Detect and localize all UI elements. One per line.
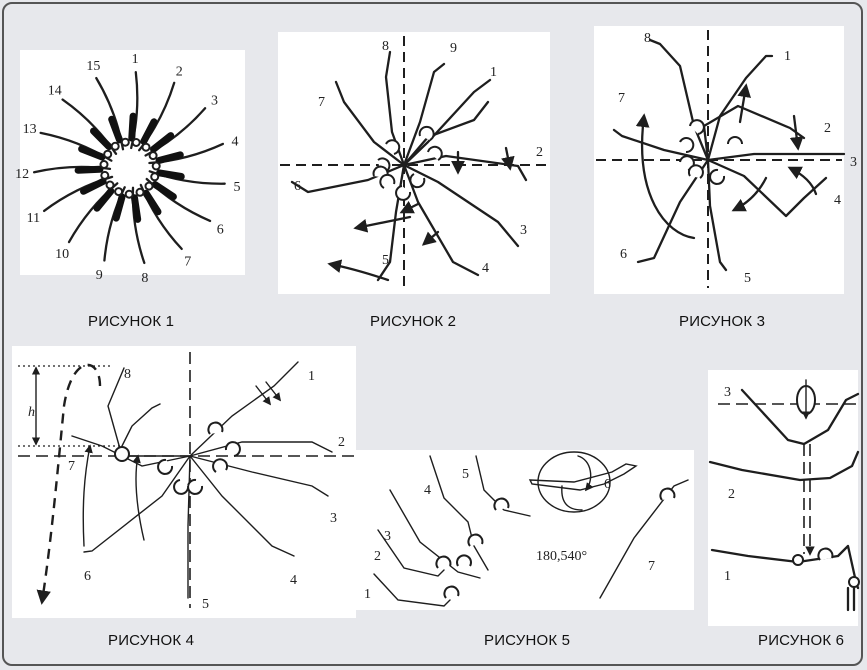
motion-arrows — [642, 86, 816, 238]
figure-5-caption: РИСУНОК 5 — [484, 632, 570, 649]
figure-4-drawing: h 1 2 3 — [12, 346, 356, 618]
figure-4-panel: h 1 2 3 — [12, 346, 356, 618]
fig4-label-1: 1 — [308, 369, 315, 384]
body-positions — [374, 456, 688, 606]
fig2-label-4: 4 — [482, 261, 489, 276]
fig2-label-5: 5 — [382, 253, 389, 268]
fig3-label-8: 8 — [644, 31, 651, 46]
diver-silhouette — [34, 161, 110, 172]
fig1-label: 9 — [96, 268, 103, 283]
figure-6-caption: РИСУНОК 6 — [758, 632, 844, 649]
fig2-label-3: 3 — [520, 223, 527, 238]
diver-silhouette — [126, 188, 145, 263]
figure-4-caption: РИСУНОК 4 — [108, 632, 194, 649]
diver-rotation — [530, 452, 636, 512]
fig6-label-3: 3 — [724, 385, 731, 400]
fig4-label-h: h — [28, 405, 35, 420]
fig1-label: 13 — [23, 122, 37, 137]
fig4-label-5: 5 — [202, 597, 209, 612]
figure-2-drawing: 1 2 3 4 5 6 7 8 9 — [278, 32, 550, 294]
fig3-label-4: 4 — [834, 193, 841, 208]
fig6-label-1: 1 — [724, 569, 731, 584]
fig1-label: 15 — [86, 59, 100, 74]
heads — [793, 386, 859, 587]
fig5-label-4: 4 — [424, 483, 431, 498]
fig6-label-2: 2 — [728, 487, 735, 502]
fig3-label-6: 6 — [620, 247, 627, 262]
fig1-label: 12 — [15, 167, 29, 182]
motion-arrows — [83, 382, 280, 546]
fig3-label-3: 3 — [850, 155, 857, 170]
fig1-label: 5 — [234, 180, 241, 195]
fig4-label-8: 8 — [124, 367, 131, 382]
fig3-label-2: 2 — [824, 121, 831, 136]
fig1-label: 8 — [141, 271, 148, 286]
rotation-angle-label: 180,540° — [536, 549, 587, 564]
body-positions — [614, 40, 844, 270]
diver-silhouette — [146, 108, 206, 159]
fig5-label-6: 6 — [604, 477, 611, 492]
fig2-label-7: 7 — [318, 95, 325, 110]
fig1-label: 10 — [55, 247, 69, 262]
fig1-label: 4 — [232, 134, 239, 149]
body-positions — [72, 362, 332, 598]
flight-path — [42, 365, 100, 602]
figure-3-drawing: 1 2 3 4 5 6 7 8 — [594, 26, 844, 294]
figure-6-drawing: 1 2 3 — [708, 370, 858, 626]
fig4-label-4: 4 — [290, 573, 297, 588]
fig5-label-5: 5 — [462, 467, 469, 482]
heads — [436, 489, 674, 598]
fig5-label-2: 2 — [374, 549, 381, 564]
fig4-label-3: 3 — [330, 511, 337, 526]
fig1-label: 3 — [211, 93, 218, 108]
fig1-label: 11 — [27, 211, 40, 226]
fig3-label-5: 5 — [744, 271, 751, 286]
fig4-label-7: 7 — [68, 459, 75, 474]
figure-3-caption: РИСУНОК 3 — [679, 313, 765, 330]
fig1-label: 14 — [48, 84, 62, 99]
fig3-label-7: 7 — [618, 91, 625, 106]
fig4-label-6: 6 — [84, 569, 91, 584]
fig1-label: 1 — [132, 52, 139, 67]
fig3-label-1: 1 — [784, 49, 791, 64]
fig5-label-3: 3 — [384, 529, 391, 544]
fig1-label: 2 — [176, 64, 183, 79]
fig2-label-8: 8 — [382, 39, 389, 54]
fig5-label-1: 1 — [364, 587, 371, 602]
fig1-label: 6 — [217, 223, 224, 238]
figure-6-panel: 1 2 3 — [708, 370, 858, 626]
fig2-label-6: 6 — [294, 179, 301, 194]
figure-2-caption: РИСУНОК 2 — [370, 313, 456, 330]
diver-silhouette — [150, 171, 225, 183]
fig2-label-1: 1 — [490, 65, 497, 80]
figure-3-panel: 1 2 3 4 5 6 7 8 — [594, 26, 844, 294]
fig2-label-9: 9 — [450, 41, 457, 56]
figure-1-caption: РИСУНОК 1 — [88, 313, 174, 330]
fig1-label: 7 — [184, 255, 191, 270]
fig2-label-2: 2 — [536, 145, 543, 160]
figure-5-panel: 1 2 3 4 5 6 7 180,540° — [354, 450, 694, 610]
figure-2-panel: 1 2 3 4 5 6 7 8 9 — [278, 32, 550, 294]
fig5-label-7: 7 — [648, 559, 655, 574]
diver-silhouette — [131, 72, 140, 148]
figure-5-drawing: 1 2 3 4 5 6 7 180,540° — [354, 450, 694, 610]
fig4-label-2: 2 — [338, 435, 345, 450]
